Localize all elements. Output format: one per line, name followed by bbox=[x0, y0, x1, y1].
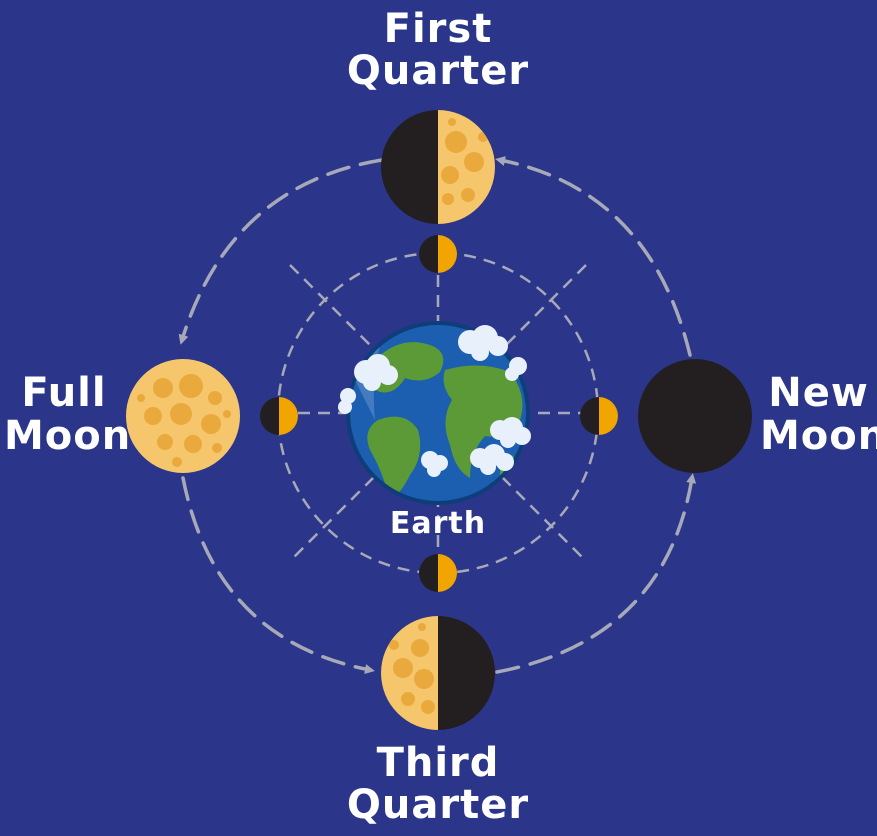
arrow-new-to-first bbox=[500, 160, 690, 355]
first-quarter-moon bbox=[381, 110, 495, 224]
arrow-full-to-third bbox=[183, 478, 370, 670]
arrow-third-to-new bbox=[497, 478, 692, 672]
third-quarter-moon bbox=[381, 616, 495, 730]
third-quarter-label-line2: Quarter bbox=[328, 784, 548, 826]
new-moon bbox=[638, 359, 752, 473]
small-moon-bottom bbox=[419, 554, 457, 592]
first-quarter-label: First Quarter bbox=[338, 8, 538, 92]
new-moon-label: New Moon bbox=[760, 372, 877, 458]
first-quarter-label-line2: Quarter bbox=[338, 50, 538, 92]
arrow-first-to-full bbox=[182, 160, 382, 340]
full-moon-label-line2: Moon bbox=[4, 415, 124, 458]
earth-label: Earth bbox=[378, 508, 498, 540]
full-moon bbox=[126, 359, 240, 473]
full-moon-label: Full Moon bbox=[4, 372, 124, 458]
new-moon-label-line1: New bbox=[760, 372, 877, 415]
small-moon-left bbox=[260, 397, 298, 435]
third-quarter-label-line1: Third bbox=[328, 742, 548, 784]
small-moon-top bbox=[419, 235, 457, 273]
earth-globe bbox=[338, 321, 531, 505]
first-quarter-label-line1: First bbox=[338, 8, 538, 50]
third-quarter-label: Third Quarter bbox=[328, 742, 548, 826]
small-moon-right bbox=[580, 397, 618, 435]
new-moon-label-line2: Moon bbox=[760, 415, 877, 458]
full-moon-label-line1: Full bbox=[4, 372, 124, 415]
